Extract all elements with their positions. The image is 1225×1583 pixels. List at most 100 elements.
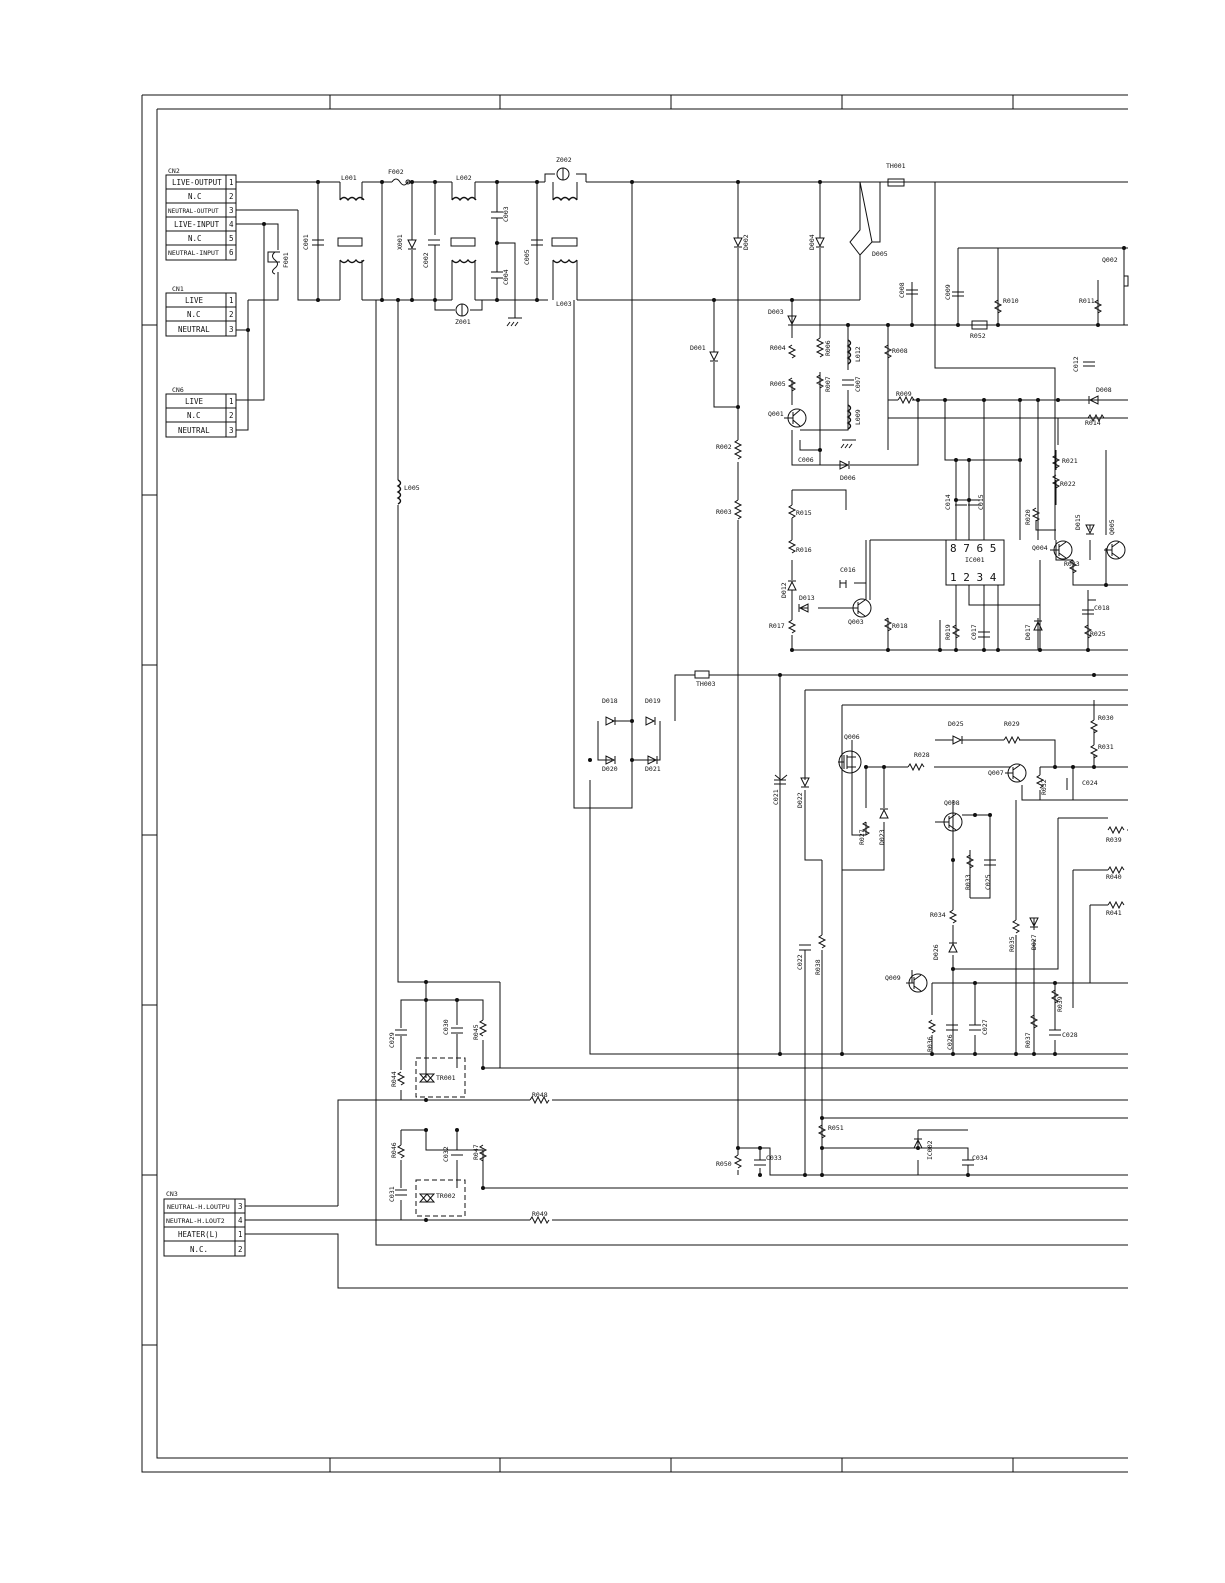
svg-text:C029: C029 — [388, 1032, 396, 1048]
svg-text:R020: R020 — [1024, 509, 1032, 525]
svg-text:R035: R035 — [1008, 936, 1016, 952]
svg-text:C016: C016 — [840, 566, 856, 574]
svg-text:C002: C002 — [422, 252, 430, 268]
svg-text:CN6: CN6 — [172, 386, 184, 394]
svg-text:R018: R018 — [892, 622, 908, 630]
svg-text:C026: C026 — [946, 1034, 954, 1050]
svg-text:R015: R015 — [796, 509, 812, 517]
svg-text:2: 2 — [229, 310, 234, 319]
svg-text:L009: L009 — [854, 409, 862, 425]
svg-text:C014: C014 — [944, 494, 952, 510]
svg-text:R021: R021 — [1062, 457, 1078, 465]
svg-text:NEUTRAL-H.LOUT2: NEUTRAL-H.LOUT2 — [166, 1217, 225, 1225]
svg-text:R017: R017 — [769, 622, 785, 630]
svg-text:NEUTRAL-OUTPUT: NEUTRAL-OUTPUT — [168, 208, 219, 215]
junctions — [246, 180, 1126, 1222]
svg-text:D026: D026 — [932, 944, 940, 960]
ic001: 8 7 6 5 IC001 1 2 3 4 — [945, 539, 1005, 586]
svg-text:Q001: Q001 — [768, 410, 784, 418]
svg-text:2: 2 — [229, 192, 234, 201]
resistors — [396, 299, 1125, 1225]
svg-text:NEUTRAL: NEUTRAL — [178, 325, 210, 334]
svg-text:Q008: Q008 — [944, 799, 960, 807]
svg-text:C005: C005 — [523, 249, 531, 265]
svg-text:D022: D022 — [796, 792, 804, 808]
svg-text:R048: R048 — [532, 1091, 548, 1099]
svg-text:C033: C033 — [766, 1154, 782, 1162]
svg-text:C008: C008 — [898, 282, 906, 298]
svg-text:N.C: N.C — [188, 234, 202, 243]
svg-text:C024: C024 — [1082, 779, 1098, 787]
svg-text:C032: C032 — [442, 1146, 450, 1162]
svg-text:R046: R046 — [390, 1142, 398, 1158]
svg-text:D008: D008 — [1096, 386, 1112, 394]
svg-text:R022: R022 — [1060, 480, 1076, 488]
svg-text:R045: R045 — [472, 1024, 480, 1040]
svg-text:R019: R019 — [944, 624, 952, 640]
wiring — [236, 173, 1128, 1289]
component-labels: L001 F002 L002 Z002 TH001 C001 X001 C002… — [282, 156, 1122, 1218]
svg-text:R052: R052 — [970, 332, 986, 340]
svg-text:HEATER(L): HEATER(L) — [178, 1230, 219, 1239]
svg-text:2: 2 — [229, 411, 234, 420]
svg-text:R007: R007 — [824, 376, 832, 392]
svg-text:R030: R030 — [1098, 714, 1114, 722]
svg-text:D019: D019 — [645, 697, 661, 705]
svg-text:R034: R034 — [930, 911, 946, 919]
svg-text:C025: C025 — [984, 874, 992, 890]
svg-text:D025: D025 — [948, 720, 964, 728]
svg-text:R027: R027 — [858, 829, 866, 845]
svg-text:TR001: TR001 — [436, 1074, 456, 1082]
svg-text:TH003: TH003 — [696, 680, 716, 688]
svg-text:L012: L012 — [854, 346, 862, 362]
svg-text:R029: R029 — [1004, 720, 1020, 728]
svg-text:R038: R038 — [814, 959, 822, 975]
svg-text:3: 3 — [229, 426, 234, 435]
svg-text:NEUTRAL-INPUT: NEUTRAL-INPUT — [168, 249, 219, 257]
drawing-frame — [141, 94, 1128, 1473]
svg-text:TR002: TR002 — [436, 1192, 456, 1200]
svg-text:C031: C031 — [388, 1186, 396, 1202]
svg-text:C012: C012 — [1072, 356, 1080, 372]
svg-text:D001: D001 — [690, 344, 706, 352]
svg-text:C015: C015 — [977, 494, 985, 510]
svg-text:Q003: Q003 — [848, 618, 864, 626]
svg-text:Q002: Q002 — [1102, 256, 1118, 264]
svg-text:R002: R002 — [716, 443, 732, 451]
svg-text:C009: C009 — [944, 284, 952, 300]
capacitors — [312, 211, 1095, 1196]
svg-text:8 7 6 5: 8 7 6 5 — [950, 542, 996, 555]
svg-text:Q006: Q006 — [844, 733, 860, 741]
svg-text:R008: R008 — [892, 347, 908, 355]
svg-text:C028: C028 — [1062, 1031, 1078, 1039]
svg-text:N.C: N.C — [187, 411, 201, 420]
svg-text:Q004: Q004 — [1032, 544, 1048, 552]
svg-text:R006: R006 — [824, 340, 832, 356]
svg-text:R049: R049 — [532, 1210, 548, 1218]
svg-text:1: 1 — [229, 296, 234, 305]
svg-text:D017: D017 — [1024, 624, 1032, 640]
svg-text:C018: C018 — [1094, 604, 1110, 612]
svg-text:R041: R041 — [1106, 909, 1122, 917]
svg-text:4: 4 — [238, 1216, 243, 1225]
svg-text:L005: L005 — [404, 484, 420, 492]
svg-text:R050: R050 — [716, 1160, 732, 1168]
svg-text:N.C: N.C — [188, 192, 202, 201]
svg-text:Z002: Z002 — [556, 156, 572, 164]
diodes — [407, 237, 1099, 953]
svg-text:C021: C021 — [772, 789, 780, 805]
svg-text:R033: R033 — [964, 874, 972, 890]
svg-text:D018: D018 — [602, 697, 618, 705]
svg-text:R039: R039 — [1056, 996, 1064, 1012]
svg-text:1 2 3 4: 1 2 3 4 — [950, 571, 997, 584]
svg-text:3: 3 — [229, 325, 234, 334]
svg-text:D003: D003 — [768, 308, 784, 316]
svg-text:R003: R003 — [716, 508, 732, 516]
svg-text:LIVE-INPUT: LIVE-INPUT — [174, 220, 220, 229]
svg-text:6: 6 — [229, 248, 234, 257]
svg-text:R025: R025 — [1090, 630, 1106, 638]
svg-text:D004: D004 — [808, 234, 816, 250]
svg-text:C003: C003 — [502, 206, 510, 222]
